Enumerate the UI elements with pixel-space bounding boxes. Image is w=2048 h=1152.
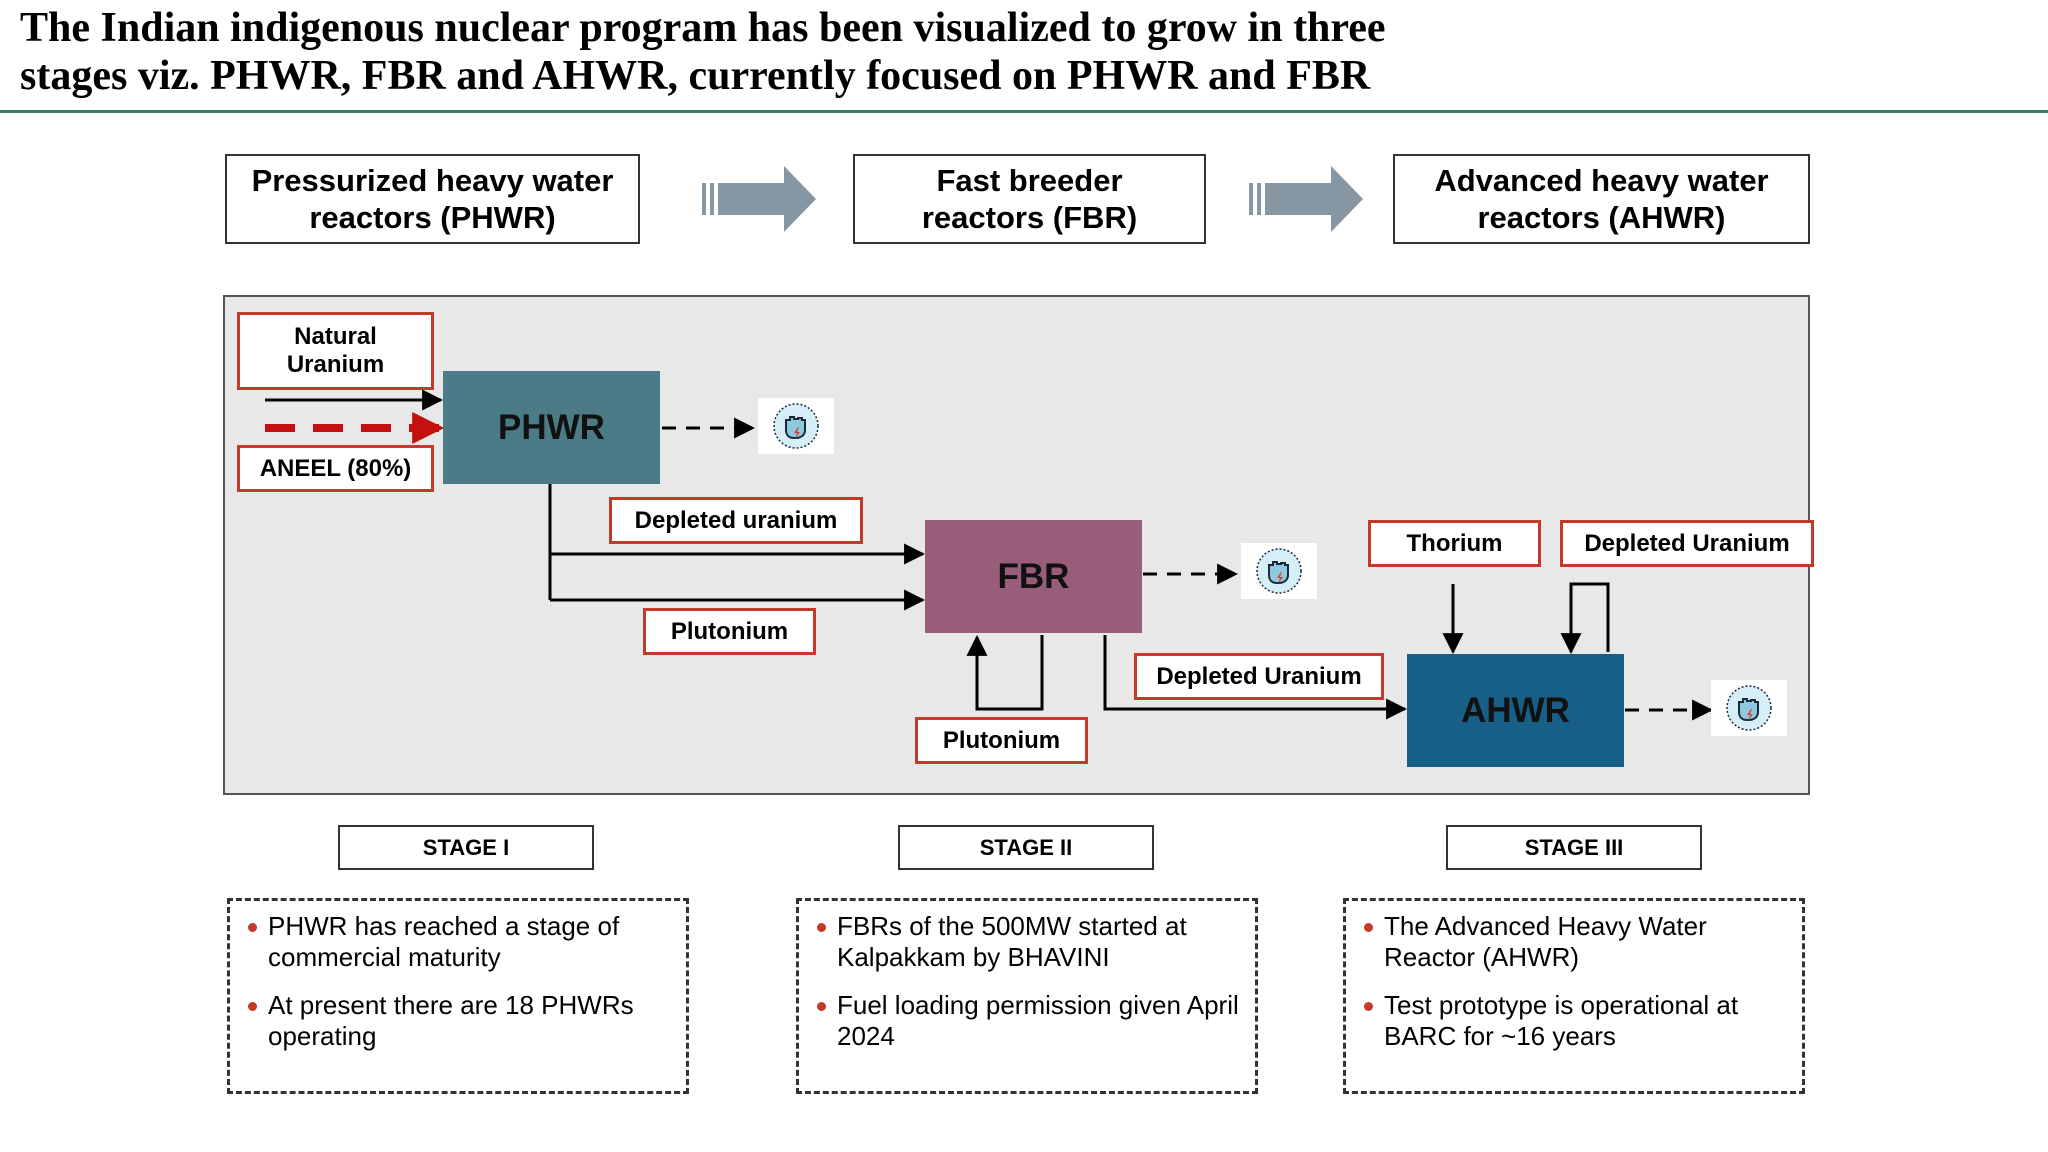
tag-plutonium-2-label: Plutonium bbox=[942, 726, 1061, 754]
stage-label-1-text: STAGE I bbox=[422, 834, 510, 860]
tag-depleted-uranium-1-label: Depleted uranium bbox=[634, 506, 838, 534]
stage-label-1: STAGE I bbox=[338, 825, 594, 870]
stage-header-phwr: Pressurized heavy water reactors (PHWR) bbox=[225, 154, 640, 244]
tag-natural-uranium: Natural Uranium bbox=[237, 312, 434, 390]
tag-plutonium-1: Plutonium bbox=[643, 608, 816, 655]
stage-1-notes: PHWR has reached a stage of commercial m… bbox=[227, 898, 689, 1094]
stage-1-note: At present there are 18 PHWRs operating bbox=[248, 990, 672, 1052]
tag-natural-uranium-line-2: Uranium bbox=[286, 351, 385, 378]
stage-header-phwr-line-2: reactors (PHWR) bbox=[309, 200, 556, 235]
stage-label-3: STAGE III bbox=[1446, 825, 1702, 870]
stage-2-note: FBRs of the 500MW started at Kalpakkam b… bbox=[817, 911, 1241, 973]
title-divider bbox=[0, 110, 2048, 113]
page-title-line-2: stages viz. PHWR, FBR and AHWR, currentl… bbox=[20, 53, 1371, 99]
stage-2-note: Fuel loading permission given April 2024 bbox=[817, 990, 1241, 1052]
power-fist-icon bbox=[758, 398, 834, 454]
stage-header-ahwr-line-1: Advanced heavy water bbox=[1434, 163, 1769, 198]
stage-header-fbr: Fast breeder reactors (FBR) bbox=[853, 154, 1206, 244]
stage-header-fbr-line-2: reactors (FBR) bbox=[921, 200, 1138, 235]
reactor-ahwr: AHWR bbox=[1407, 654, 1624, 767]
stage-3-note: Test prototype is operational at BARC fo… bbox=[1364, 990, 1788, 1052]
tag-depleted-uranium-3-label: Depleted Uranium bbox=[1584, 529, 1790, 557]
stage-3-note: The Advanced Heavy Water Reactor (AHWR) bbox=[1364, 911, 1788, 973]
stage-label-2: STAGE II bbox=[898, 825, 1154, 870]
tag-depleted-uranium-3: Depleted Uranium bbox=[1560, 520, 1814, 567]
power-fist-icon bbox=[1241, 543, 1317, 599]
stage-header-phwr-line-1: Pressurized heavy water bbox=[251, 163, 614, 198]
page-title: The Indian indigenous nuclear program ha… bbox=[20, 4, 1920, 100]
tag-aneel: ANEEL (80%) bbox=[237, 445, 434, 492]
tag-thorium: Thorium bbox=[1368, 520, 1541, 567]
reactor-fbr-label: FBR bbox=[997, 556, 1070, 596]
stage-2-notes: FBRs of the 500MW started at Kalpakkam b… bbox=[796, 898, 1258, 1094]
stage-3-notes: The Advanced Heavy Water Reactor (AHWR) … bbox=[1343, 898, 1805, 1094]
tag-plutonium-1-label: Plutonium bbox=[670, 617, 789, 645]
stage-header-ahwr-line-2: reactors (AHWR) bbox=[1477, 200, 1726, 235]
reactor-fbr: FBR bbox=[925, 520, 1142, 633]
stage-header-ahwr: Advanced heavy water reactors (AHWR) bbox=[1393, 154, 1810, 244]
tag-depleted-uranium-1: Depleted uranium bbox=[609, 497, 863, 544]
tag-aneel-label: ANEEL (80%) bbox=[259, 454, 412, 482]
power-fist-icon bbox=[1711, 680, 1787, 736]
page-title-line-1: The Indian indigenous nuclear program ha… bbox=[20, 5, 1386, 51]
tag-plutonium-2: Plutonium bbox=[915, 717, 1088, 764]
stage-header-fbr-line-1: Fast breeder bbox=[936, 163, 1123, 198]
tag-thorium-label: Thorium bbox=[1406, 529, 1503, 557]
stage-label-3-text: STAGE III bbox=[1524, 834, 1624, 860]
connector-lines bbox=[265, 389, 1714, 721]
stage-1-note: PHWR has reached a stage of commercial m… bbox=[248, 911, 672, 973]
tag-depleted-uranium-2-label: Depleted Uranium bbox=[1156, 662, 1362, 690]
tag-natural-uranium-line-1: Natural bbox=[294, 323, 377, 350]
reactor-phwr-label: PHWR bbox=[498, 407, 605, 447]
tag-depleted-uranium-2: Depleted Uranium bbox=[1134, 653, 1384, 700]
reactor-phwr: PHWR bbox=[443, 371, 660, 484]
fuel-cycle-diagram: PHWR FBR AHWR Natural Uranium ANEEL (80%… bbox=[223, 295, 1814, 795]
reactor-ahwr-label: AHWR bbox=[1461, 690, 1570, 730]
flow-arrow-icon-2 bbox=[1249, 166, 1363, 232]
flow-arrow-icon-1 bbox=[702, 166, 816, 232]
stage-label-2-text: STAGE II bbox=[979, 834, 1073, 860]
